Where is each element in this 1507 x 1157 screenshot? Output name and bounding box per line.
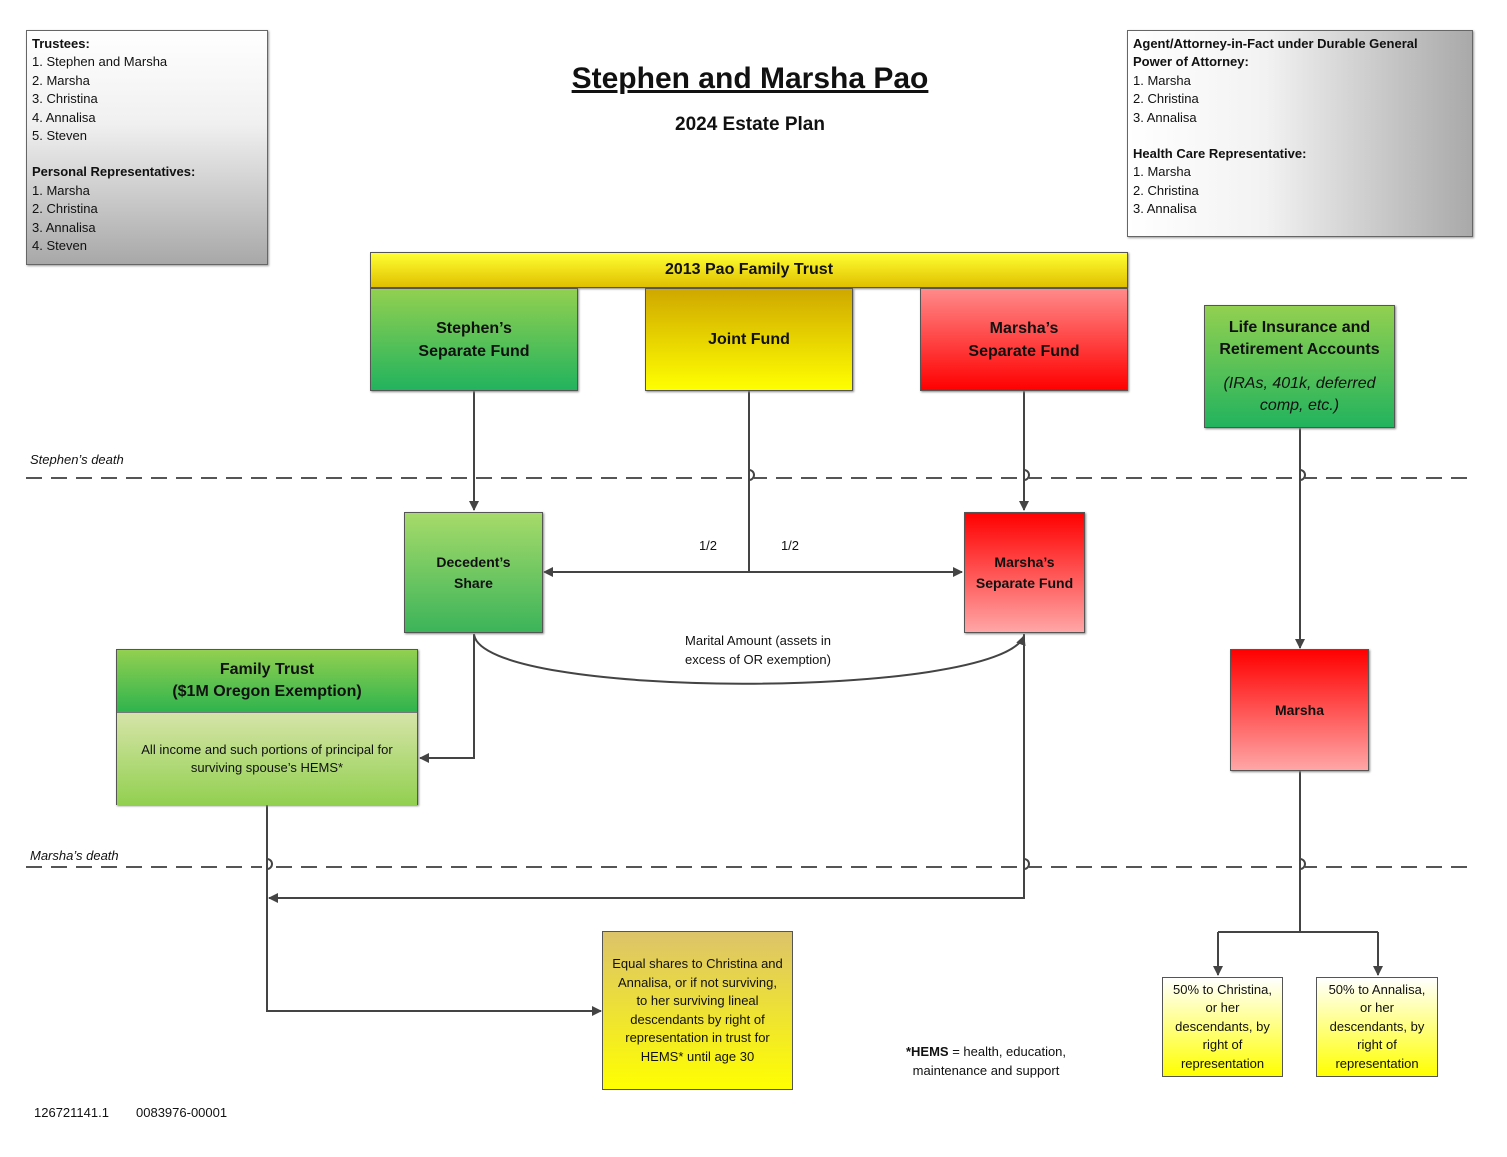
footer-matter-id: 0083976-00001 — [136, 1105, 228, 1120]
hems-bold: *HEMS — [905, 1044, 949, 1059]
trustee-item: 4. Annalisa — [32, 109, 96, 125]
equal-shares-box: Equal shares to Christina and Annalisa, … — [602, 931, 793, 1090]
arrow-marital-amount — [473, 633, 1026, 685]
christina-line: representation — [1180, 1055, 1265, 1071]
stephens-fund-line1: Stephen’s — [436, 319, 512, 337]
agent-item: 3. Annalisa — [1133, 109, 1197, 125]
rep-item: 3. Annalisa — [32, 219, 96, 235]
annalisa-line: 50% to Annalisa, — [1328, 981, 1426, 997]
decedents-line1: Decedent’s — [436, 553, 511, 570]
trustee-item: 5. Steven — [32, 128, 87, 144]
equal-shares-line: descendants by right of — [630, 1011, 765, 1027]
family-trust-box: Family Trust ($1M Oregon Exemption) All … — [116, 649, 418, 805]
stephens-separate-fund: Stephen’s Separate Fund — [370, 288, 578, 391]
marshas-separate-fund: Marsha’s Separate Fund — [920, 288, 1128, 391]
equal-shares-line: Equal shares to Christina and — [612, 956, 783, 971]
joint-fund: Joint Fund — [645, 288, 853, 391]
life-line3: (IRAs, 401k, deferred — [1223, 374, 1376, 392]
family-trust-line2: ($1M Oregon Exemption) — [172, 683, 362, 700]
decedents-line2: Share — [454, 574, 493, 591]
marsha-box: Marsha — [1230, 649, 1369, 771]
life-line1: Life Insurance and — [1228, 318, 1371, 336]
equal-shares-line: Annalisa, or if not surviving, — [618, 974, 777, 990]
agent-item: 1. Marsha — [1133, 72, 1191, 88]
hems-line2: maintenance and support — [912, 1063, 1060, 1078]
half-left-label: 1/2 — [698, 538, 718, 553]
rep-item: 2. Christina — [32, 201, 98, 217]
trustee-item: 2. Marsha — [32, 72, 90, 88]
trustee-item: 3. Christina — [32, 91, 98, 107]
life-line2: Retirement Accounts — [1219, 340, 1380, 358]
marital-amount-label: Marital Amount (assets in excess of OR e… — [640, 631, 876, 669]
rep-item: 1. Marsha — [32, 182, 90, 198]
health-heading: Health Care Representative: — [1133, 146, 1307, 162]
marshas-fund2-line1: Marsha’s — [994, 553, 1055, 570]
trustees-heading: Trustees: — [32, 36, 90, 51]
arrow-marsha-to-family — [268, 634, 1025, 903]
footer-doc-id: 126721141.1 — [34, 1105, 109, 1120]
trust-banner: 2013 Pao Family Trust — [370, 252, 1128, 288]
agents-heading-1: Agent/Attorney-in-Fact under Durable Gen… — [1133, 36, 1418, 51]
equal-shares-line: representation in trust for — [625, 1030, 770, 1045]
family-trust-body: All income and such portions of principa… — [117, 713, 417, 805]
annalisa-line: descendants, by — [1329, 1018, 1425, 1034]
marshas-death-label: Marsha’s death — [30, 848, 119, 863]
page-subtitle: 2024 Estate Plan — [675, 114, 825, 135]
agents-heading-2: Power of Attorney: — [1133, 54, 1249, 70]
agent-item: 2. Christina — [1133, 91, 1199, 107]
equal-shares-line: HEMS* until age 30 — [640, 1048, 755, 1064]
health-item: 2. Christina — [1133, 182, 1199, 198]
life-line4: comp, etc.) — [1259, 396, 1340, 414]
christina-line: descendants, by — [1175, 1018, 1270, 1034]
half-right-label: 1/2 — [780, 538, 800, 553]
equal-shares-line: to her surviving lineal — [636, 993, 759, 1008]
health-item: 1. Marsha — [1133, 164, 1191, 180]
christina-share-box: 50% to Christina, or her descendants, by… — [1162, 977, 1283, 1077]
life-insurance-box: Life Insurance and Retirement Accounts (… — [1204, 305, 1395, 428]
marshas-fund-line1: Marsha’s — [989, 319, 1059, 337]
annalisa-line: representation — [1335, 1055, 1419, 1071]
arrow-decedent-to-family-trust — [419, 634, 475, 763]
agents-panel: Agent/Attorney-in-Fact under Durable Gen… — [1127, 30, 1473, 237]
page-title: Stephen and Marsha Pao — [571, 62, 929, 95]
family-trust-body-line1: All income and such portions of principa… — [141, 742, 393, 757]
marshas-separate-fund-after: Marsha’s Separate Fund — [964, 512, 1085, 633]
reps-heading: Personal Representatives: — [32, 164, 196, 180]
hems-rest: = health, education, — [948, 1044, 1067, 1059]
family-trust-header: Family Trust ($1M Oregon Exemption) — [117, 650, 417, 713]
marital-line1: Marital Amount (assets in — [685, 633, 831, 648]
annalisa-line: or her — [1360, 1000, 1394, 1016]
trustees-panel: Trustees: 1. Stephen and Marsha 2. Marsh… — [26, 30, 268, 265]
rep-item: 4. Steven — [32, 238, 87, 254]
trustee-item: 1. Stephen and Marsha — [32, 54, 168, 70]
stephens-fund-line2: Separate Fund — [418, 342, 530, 360]
annalisa-share-box: 50% to Annalisa, or her descendants, by … — [1316, 977, 1438, 1077]
hems-note: *HEMS = health, education, maintenance a… — [880, 1042, 1092, 1080]
family-trust-body-line2: surviving spouse’s HEMS* — [190, 760, 344, 775]
christina-line: 50% to Christina, — [1173, 981, 1272, 997]
stephens-death-label: Stephen’s death — [30, 452, 124, 467]
health-item: 3. Annalisa — [1133, 201, 1197, 217]
family-trust-line1: Family Trust — [219, 661, 315, 678]
marshas-fund2-line2: Separate Fund — [975, 574, 1074, 591]
christina-line: right of — [1202, 1037, 1243, 1053]
christina-line: or her — [1205, 1000, 1240, 1016]
marshas-fund-line2: Separate Fund — [968, 342, 1080, 360]
marital-line2: excess of OR exemption) — [685, 652, 831, 667]
arrow-family-to-equal-shares — [266, 805, 602, 1016]
annalisa-line: right of — [1357, 1037, 1397, 1053]
decedents-share: Decedent’s Share — [404, 512, 543, 633]
